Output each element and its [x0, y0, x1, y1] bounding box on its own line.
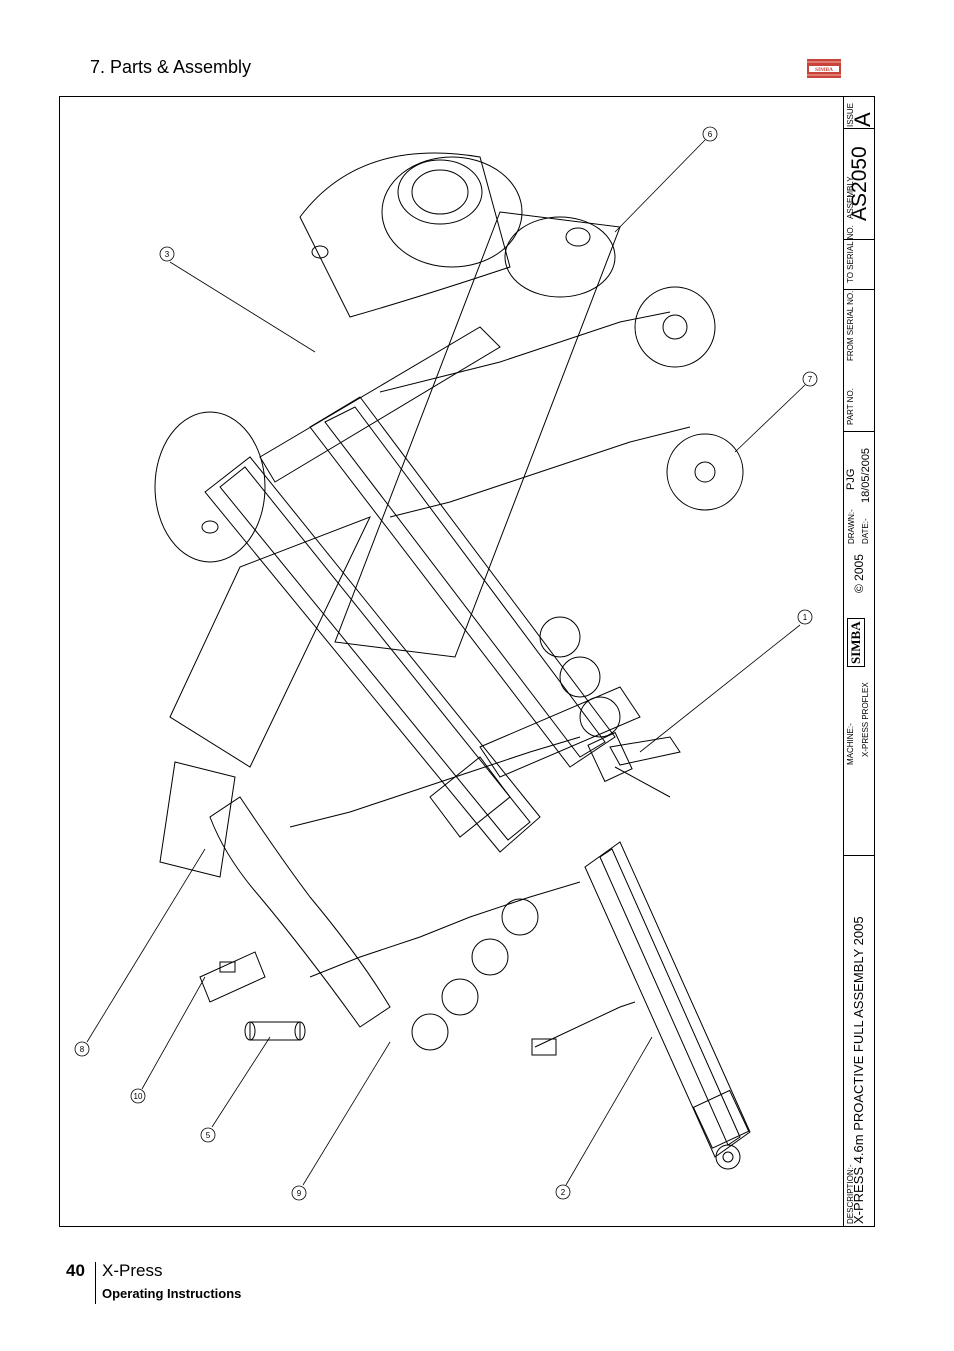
date-label: DATE:-: [861, 518, 870, 544]
callout-8: [74, 1041, 90, 1057]
machine-label: MACHINE:-: [846, 723, 855, 765]
assembly-drawing: 3 6 7 1 8 10 5 9 2: [74, 126, 818, 1201]
callout-label-10: 10: [134, 1092, 143, 1101]
callout-5: [200, 1127, 216, 1143]
drawbar: [531, 841, 751, 1170]
footer-divider: [95, 1262, 96, 1304]
callout-1: [797, 609, 813, 625]
rear-roller: [159, 761, 391, 1028]
transport-wheel: [154, 152, 511, 563]
brand-mark: SIMBA: [847, 618, 865, 667]
simba-logo: SIMBA: [807, 59, 841, 78]
to-serial-label: TO SERIAL NO.: [846, 225, 855, 283]
description-value: X-PRESS 4.6m PROACTIVE FULL ASSEMBLY 200…: [851, 916, 866, 1224]
callout-label-8: 8: [80, 1045, 85, 1054]
cylinder-part: [244, 1021, 306, 1041]
callout-label-9: 9: [297, 1189, 302, 1198]
section-title: 7. Parts & Assembly: [90, 57, 252, 77]
callout-7: [802, 371, 818, 387]
date-value: 18/05/2005: [860, 447, 872, 503]
callout-label-7: 7: [808, 375, 813, 384]
copyright: © 2005: [852, 554, 866, 593]
from-serial-label: FROM SERIAL NO.: [846, 290, 855, 361]
drawing-frame: [59, 96, 875, 1227]
drawn-label: DRAWN:-: [847, 509, 856, 544]
callouts: 3 6 7 1 8 10 5 9 2: [74, 126, 818, 1201]
part-no-label: PART NO.: [846, 388, 855, 425]
callout-9: [291, 1185, 307, 1201]
callout-3: [159, 246, 175, 262]
disc-row: [289, 286, 744, 1051]
title-block: ISSUE A ASSEMBLY AS2050 TO SERIAL NO. FR…: [843, 97, 875, 1226]
page-number: 40: [66, 1261, 85, 1280]
callout-label-2: 2: [561, 1188, 566, 1197]
footer-product: X-Press: [102, 1261, 163, 1280]
logo-wordmark: SIMBA: [815, 67, 833, 73]
front-roller: [169, 156, 621, 768]
callout-2: [555, 1184, 571, 1200]
machine-value: X-PRESS PROFLEX: [861, 682, 870, 757]
callout-10: [130, 1088, 146, 1104]
callout-label-6: 6: [708, 130, 713, 139]
issue-value: A: [850, 112, 875, 127]
assembly-number: AS2050: [848, 146, 871, 221]
callout-label-3: 3: [165, 250, 170, 259]
drawn-value: PJG: [845, 468, 857, 490]
footer-document-type: Operating Instructions: [102, 1286, 242, 1301]
main-frame: [204, 326, 681, 853]
callout-label-5: 5: [206, 1131, 211, 1140]
callout-6: [702, 126, 718, 142]
manual-box: [199, 951, 266, 1003]
callout-label-1: 1: [803, 613, 808, 622]
